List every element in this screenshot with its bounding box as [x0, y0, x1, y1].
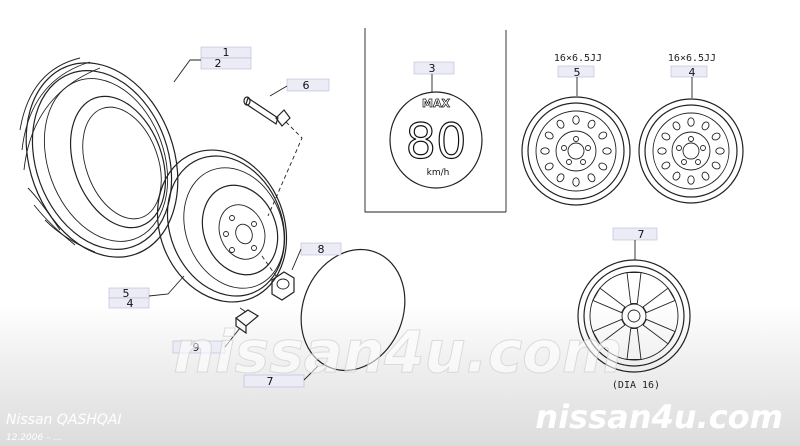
- vent-hole: [544, 131, 554, 140]
- vent-hole: [711, 132, 721, 141]
- callouts: 1 2 6 3 5 4 8 9: [108, 46, 708, 388]
- vent-hole: [587, 173, 596, 183]
- callout-weight[interactable]: 9: [193, 341, 200, 354]
- callout-nut[interactable]: 8: [318, 243, 325, 256]
- alloy-wheel-drawing: [577, 259, 691, 373]
- vent-hole: [587, 119, 596, 129]
- spec-alloy: (DIA 16): [612, 380, 660, 391]
- vent-hole: [556, 119, 565, 129]
- vent-hole: [572, 115, 580, 125]
- callout-cap[interactable]: 7: [267, 375, 274, 388]
- vent-hole: [544, 162, 554, 171]
- wheel-nut-drawing: [261, 255, 295, 301]
- emblem-speed-text: 80: [405, 114, 466, 170]
- vent-hole: [672, 121, 681, 131]
- alloy-spoke: [592, 287, 626, 314]
- watermark-bottom: nissan4u.com: [535, 398, 783, 436]
- vent-hole: [657, 147, 667, 155]
- callout-wheel-4[interactable]: 4: [127, 297, 134, 310]
- steel-wheel-front-5: [521, 96, 631, 206]
- vent-hole: [598, 131, 608, 140]
- callout-emblem[interactable]: 3: [429, 62, 436, 75]
- vent-hole: [602, 147, 612, 155]
- alloy-spoke: [626, 328, 642, 360]
- tire-drawing: [19, 57, 179, 258]
- vent-hole: [661, 132, 671, 141]
- alloy-spoke: [592, 318, 626, 345]
- emblem-max-text: MAX: [422, 97, 450, 110]
- callout-valve[interactable]: 6: [303, 79, 310, 92]
- vent-hole: [701, 121, 710, 131]
- vent-hole: [687, 117, 695, 127]
- vent-hole: [672, 171, 681, 181]
- alloy-spoke: [642, 287, 676, 314]
- alloy-spoke: [642, 318, 676, 345]
- spec-steel-5: 16×6.5JJ: [554, 53, 602, 64]
- vent-hole: [661, 161, 671, 170]
- callout-tire-2[interactable]: 2: [215, 57, 222, 70]
- footer-model: Nissan QASHQAI: [6, 412, 122, 428]
- watermark-center: nissan4u.com: [174, 318, 623, 386]
- vent-hole: [711, 161, 721, 170]
- valve-drawing: [243, 96, 303, 217]
- steel-wheel-drawing: [156, 149, 288, 303]
- footer-date: 12.2006 – ...: [6, 433, 62, 443]
- spec-steel-4: 16×6.5JJ: [668, 53, 716, 64]
- emblem-panel: MAX 80 km/h: [364, 28, 507, 213]
- vent-hole: [598, 162, 608, 171]
- balance-weight-drawing: [234, 307, 260, 335]
- callout-alloy[interactable]: 7: [638, 228, 645, 241]
- vent-hole: [540, 147, 550, 155]
- vent-hole: [556, 173, 565, 183]
- callout-steel-4[interactable]: 4: [689, 66, 696, 79]
- callout-tire-1[interactable]: 1: [223, 46, 230, 59]
- callout-steel-5[interactable]: 5: [574, 66, 581, 79]
- alloy-spoke: [626, 272, 642, 304]
- vent-hole: [715, 147, 725, 155]
- center-cap-drawing: [300, 248, 406, 372]
- vent-hole: [572, 177, 580, 187]
- emblem-unit-text: km/h: [427, 168, 450, 178]
- steel-wheel-front-4: [638, 98, 744, 204]
- callout-wheel-5[interactable]: 5: [123, 287, 130, 300]
- vent-hole: [701, 171, 710, 181]
- vent-hole: [687, 175, 695, 185]
